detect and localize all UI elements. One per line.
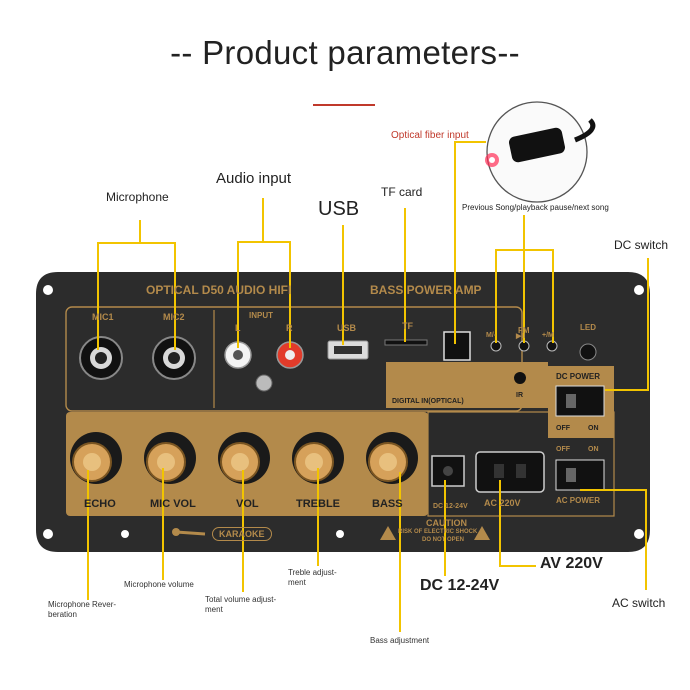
screw [255, 374, 273, 392]
board-ac-power-label: AC POWER [556, 496, 600, 505]
board-knob-mic-vol: MIC VOL [150, 498, 196, 510]
board-mic1-label: MIC1 [92, 312, 114, 322]
board-led-label: LED [580, 323, 596, 332]
label-mic-reverb-line2: beration [48, 610, 77, 619]
ir-receiver [514, 372, 526, 384]
knob-echo [70, 432, 122, 484]
mounting-hole [121, 530, 129, 538]
label-dc-voltage: DC 12-24V [420, 577, 500, 594]
board-fm-label: FM [518, 326, 530, 335]
karaoke-mic-icon [172, 528, 206, 536]
board-mic2-label: MIC2 [163, 312, 185, 322]
board-fm-next: +/M [542, 332, 554, 339]
board-dc-rating: DC 12-24V [433, 503, 468, 510]
knob-mic-vol [144, 432, 196, 484]
board-header-left: OPTICAL D50 AUDIO HIFI [146, 283, 292, 297]
knob-vol [218, 432, 270, 484]
control-panel [386, 362, 548, 408]
label-microphone: Microphone [106, 190, 169, 204]
label-ac-voltage: AV 220V [540, 555, 603, 572]
board-knob-treble: TREBLE [296, 498, 340, 510]
board-dc-on: ON [588, 425, 599, 432]
warning-triangle-icon [380, 526, 396, 540]
ac-power-switch [555, 459, 605, 491]
board-dc-power-label: DC POWER [556, 372, 600, 381]
ac-power-socket [475, 451, 545, 493]
label-total-volume-line2: ment [205, 605, 223, 614]
board-fm-prev: M/- [486, 332, 497, 339]
dc-power-switch [555, 385, 605, 417]
board-caution-line2: DO NOT OPEN [422, 537, 465, 543]
board-input-label: INPUT [249, 311, 273, 320]
label-treble-line2: ment [288, 578, 306, 587]
label-bass-adjustment: Bass adjustment [370, 636, 430, 645]
board-ac-rating: AC 220V [484, 498, 521, 508]
board-input-l: L [235, 323, 241, 333]
label-mic-reverb-line1: Microphone Rever- [48, 600, 117, 609]
optical-port [443, 331, 471, 361]
label-dc-switch: DC switch [614, 238, 669, 252]
board-karaoke-label: KARAOKE [212, 527, 272, 541]
board-usb-label: USB [337, 323, 357, 333]
knob-treble [292, 432, 344, 484]
board-ir-label: IR [516, 392, 523, 399]
board-knob-bass: BASS [372, 498, 403, 510]
input-section-frame [65, 306, 523, 412]
label-usb: USB [318, 198, 360, 220]
label-treble-line1: Treble adjust- [288, 568, 337, 577]
label-tf-card: TF card [381, 185, 423, 199]
board-ac-off: OFF [556, 446, 570, 453]
mounting-hole [634, 285, 644, 295]
power-led [579, 343, 597, 361]
label-audio-input: Audio input [216, 170, 292, 187]
label-optical-fiber-input: Optical fiber input [391, 130, 469, 141]
board-caution-line1: RISK OF ELECTRIC SHOCK [398, 529, 478, 535]
mounting-hole [634, 529, 644, 539]
board-knob-vol: VOL [236, 498, 259, 510]
board-digital-in: DIGITAL IN(OPTICAL) [392, 398, 464, 405]
title-underline [313, 104, 375, 106]
label-song-controls: Previous Song/playback pause/next song [462, 203, 609, 212]
label-total-volume-line1: Total volume adjust- [205, 595, 277, 604]
page-title: -- Product parameters-- [170, 34, 520, 71]
board-tf-label: TF [402, 321, 413, 331]
board-dc-off: OFF [556, 425, 570, 432]
board-knob-echo: ECHO [84, 498, 116, 510]
board-header-right: BASS POWER AMP [370, 283, 482, 297]
label-ac-switch: AC switch [612, 596, 666, 610]
board-input-r: R [286, 323, 293, 333]
board-fm-play: ▶II [516, 333, 526, 340]
board-caution: CAUTION [426, 518, 467, 528]
mounting-hole [43, 529, 53, 539]
knob-bass [366, 432, 418, 484]
board-ac-on: ON [588, 446, 599, 453]
mounting-hole [43, 285, 53, 295]
label-microphone-volume: Microphone volume [124, 580, 194, 589]
mounting-hole [336, 530, 344, 538]
